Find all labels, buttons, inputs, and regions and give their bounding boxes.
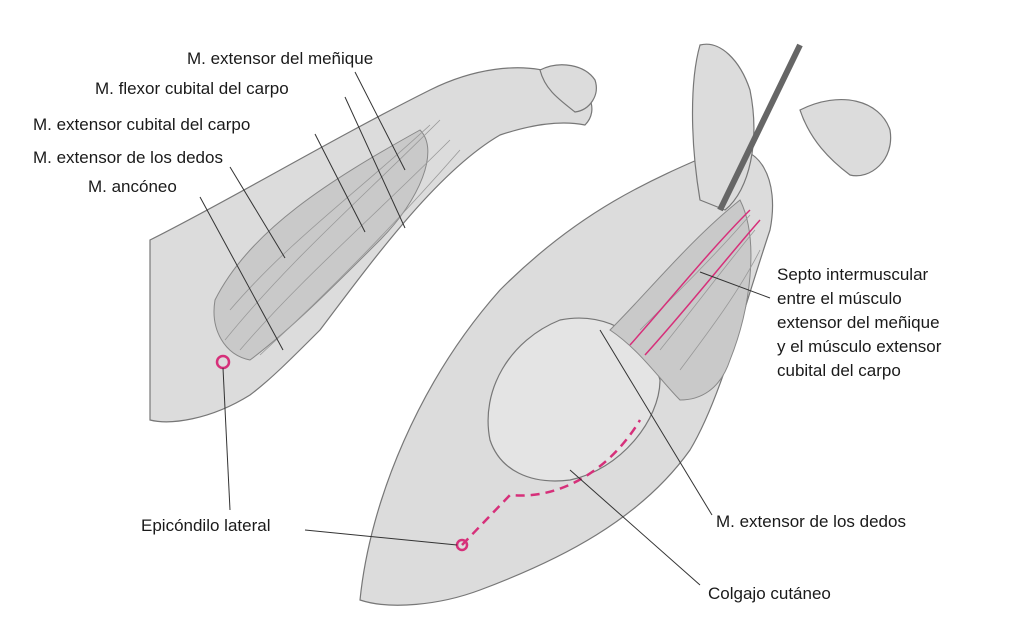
label-septo-line-1: Septo intermuscular [777,265,929,284]
label-colgajo: Colgajo cutáneo [708,584,831,603]
label-septo-line-2: entre el músculo [777,289,902,308]
label-septo-line-3: extensor del meñique [777,313,940,332]
label-extensor-dedos-right: M. extensor de los dedos [716,512,906,531]
label-flexor-cubital: M. flexor cubital del carpo [95,79,289,98]
leader-lines [199,71,771,586]
label-septo-line-4: y el músculo extensor [777,337,942,356]
left-forearm [149,64,597,423]
label-extensor-menique: M. extensor del meñique [187,49,373,68]
label-extensor-cubital: M. extensor cubital del carpo [33,115,250,134]
label-extensor-dedos-left: M. extensor de los dedos [33,148,223,167]
label-septo-line-5: cubital del carpo [777,361,901,380]
incision-line [461,419,642,546]
label-epicondilo: Epicóndilo lateral [141,516,270,535]
label-anconeo: M. ancóneo [88,177,177,196]
